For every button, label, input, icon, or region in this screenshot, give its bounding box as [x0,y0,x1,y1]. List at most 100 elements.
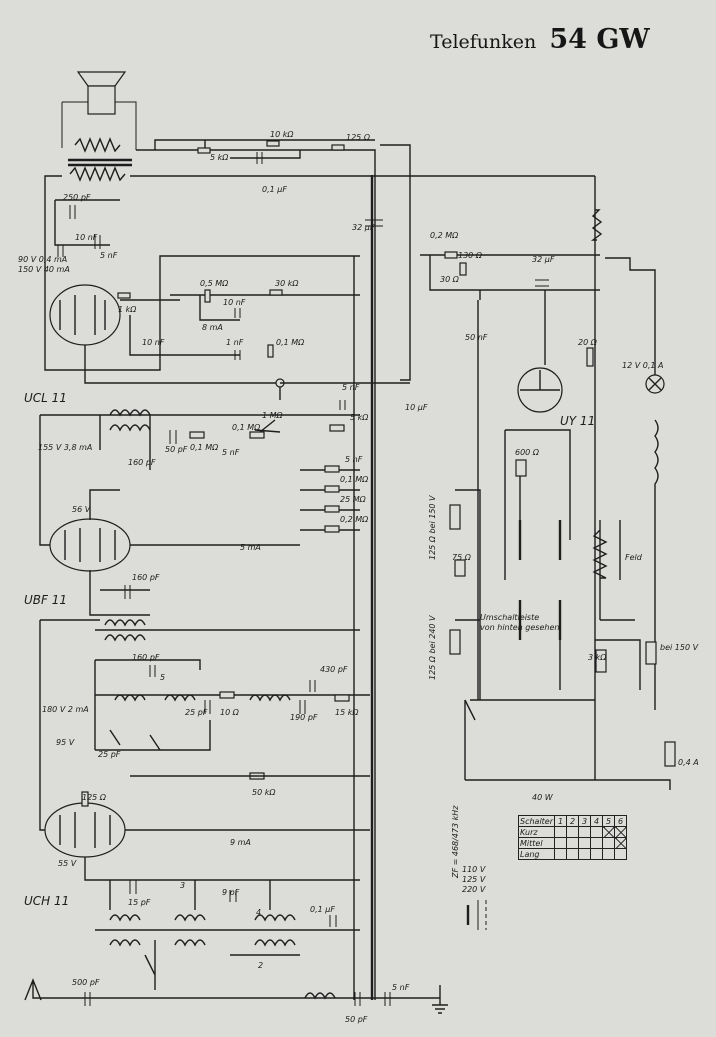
label-lamp: 12 V 0,1 A [622,361,663,370]
switch-row-kurz: Kurz [517,826,628,838]
tube-label-uch11: UCH 11 [24,894,69,908]
label-v110: 110 V [462,865,486,874]
label-c25pF: 25 pF [98,750,121,759]
label-bei150: bei 150 V [660,643,699,652]
label-r02-e: 0,2 MΩ [340,515,369,524]
label-r5k: 5 kΩ [210,153,229,162]
label-c10n-a: 10 nF [75,233,98,242]
label-fuse: 0,4 A [678,758,699,767]
label-zf: ZF = 468/473 kHz [451,805,460,879]
label-r15k: 15 kΩ [335,708,359,717]
label-c10u: 10 µF [405,403,428,412]
label-v220: 220 V [462,885,486,894]
switch-cell [614,848,628,860]
label-r01M-c: 0,1 MΩ [232,423,261,432]
label-r3k: 3 kΩ [588,653,607,662]
switch-cell [590,837,604,849]
tube-rating2-ucl11: 150 V 40 mA [18,265,70,274]
label-s3: 3 [180,881,185,890]
brand-name: Telefunken [430,31,537,53]
tube-rating2-ubf11: 56 V [72,505,91,514]
label-r125: 125 Ω [346,133,371,142]
label-r125-240: 125 Ω bei 240 V [428,615,437,680]
label-c50p-b: 50 pF [345,1015,368,1024]
label-r130: 130 Ω [458,251,483,260]
label-r1k: 1 kΩ [118,305,137,314]
resistor [331,144,345,151]
switch-col-5: 5 [602,815,616,827]
label-c50p: 50 pF [165,445,188,454]
label-r125b: 125 Ω [82,793,107,802]
label-r05M: 0,5 MΩ [200,279,229,288]
tube-label-ubf11: UBF 11 [24,593,67,607]
label-c9p: 9 pF [222,888,240,897]
label-c50n: 50 nF [465,333,488,342]
label-c160p-b: 160 pF [132,573,160,582]
label-c5n-b: 5 nF [342,383,360,392]
label-c250p: 250 pF [63,193,91,202]
switch-cell [602,837,616,849]
label-r75: 75 Ω [452,553,472,562]
label-r5k-b: 5 kΩ [350,413,369,422]
label-r25: 25 MΩ [340,495,367,504]
switch-cell [554,826,568,838]
speaker-icon [61,71,137,150]
switch-col-1: 1 [554,815,568,827]
switch-table-title: Schalter [517,815,556,827]
switch-row-label: Mittel [517,837,556,849]
label-c160p-a: 160 pF [128,458,156,467]
switch-cell [590,826,604,838]
label-c10n-b: 10 nF [142,338,165,347]
tube-label-ucl11: UCL 11 [24,391,67,405]
label-c190p: 190 pF [290,713,318,722]
label-c10n-c: 10 nF [223,298,246,307]
label-c32u-b: 32 µF [532,255,555,264]
label-umsch: Umschaltleiste [480,613,539,622]
switch-cell [578,848,592,860]
tube-rating-ucl11: 90 V 0,4 mA [18,255,67,264]
switch-cell [554,848,568,860]
switch-col-4: 4 [590,815,604,827]
label-c430p: 430 pF [320,665,348,674]
label-r1M: 1 MΩ [262,411,284,420]
label-c25p: 25 pF [185,708,208,717]
label-v55: 55 V [58,859,77,868]
switch-cell [566,826,580,838]
label-c5n-c: 5 nF [222,448,240,457]
label-r30: 30 Ω [440,275,460,284]
label-s5: 5 [160,673,165,682]
switch-col-3: 3 [578,815,592,827]
label-c32u: 32 µF [352,223,375,232]
label-r01M-b: 0,1 MΩ [190,443,219,452]
switch-cell [590,848,604,860]
label-c15p: 15 pF [128,898,151,907]
label-c5n-a: 5 nF [100,251,118,260]
label-c1n: 1 nF [226,338,244,347]
switch-table-header: Schalter 1 2 3 4 5 6 [517,815,628,827]
tube-rating-ubf11: 155 V 3,8 mA [38,443,92,452]
label-w40: 40 W [532,793,554,802]
label-r125-150: 125 Ω bei 150 V [428,495,437,560]
label-c01u-b: 0,1 µF [310,905,335,914]
switch-cell [566,848,580,860]
ground-icon [432,985,448,1014]
label-r5n: 5 nF [345,455,363,464]
label-umsch2: von hinten gesehen [480,623,559,632]
label-r01M-a: 0,1 MΩ [276,338,305,347]
label-m9: 9 mA [230,838,251,847]
label-r10k: 10 kΩ [270,130,294,139]
tube-rating2-uch11: 95 V [56,738,75,747]
switch-cell [566,837,580,849]
label-r01-d: 0,1 MΩ [340,475,369,484]
switch-row-mittel: Mittel [517,837,628,849]
switch-cell-closed [614,837,628,849]
switch-cell-closed [614,826,628,838]
label-c500p: 500 pF [72,978,100,987]
label-r600: 600 Ω [515,448,540,457]
label-r20: 20 Ω [578,338,598,347]
switch-cell-closed [602,826,616,838]
switch-col-2: 2 [566,815,580,827]
label-s2: 2 [258,961,263,970]
model-number: 54 GW [549,24,650,55]
